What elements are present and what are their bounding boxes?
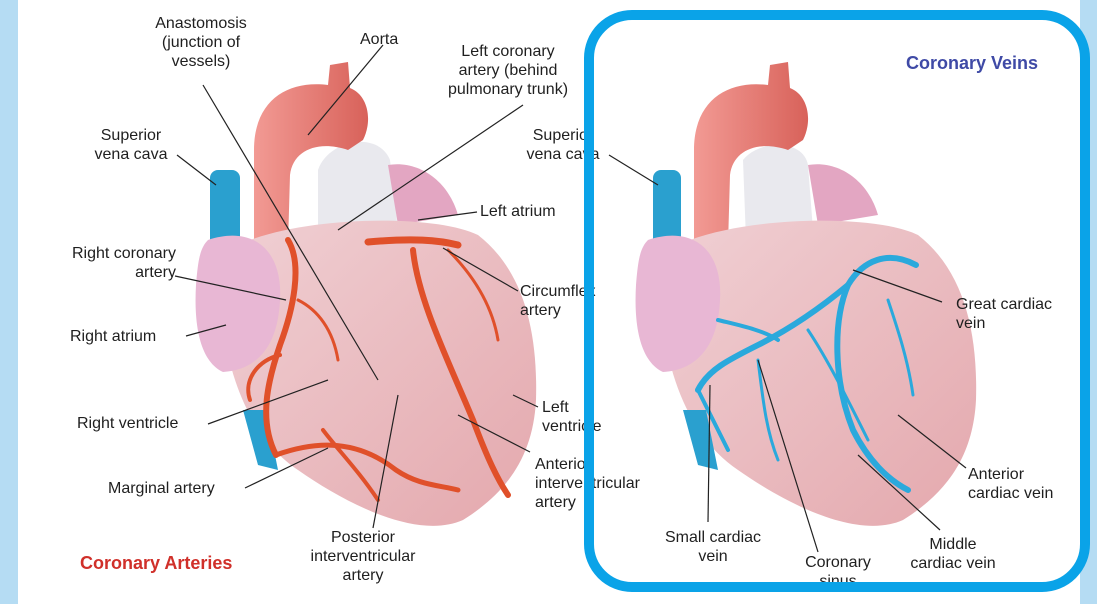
arteries-heart — [196, 62, 537, 526]
label-marginal-artery: Marginal artery — [108, 479, 215, 498]
diagram-panel: Anastomosis (junction of vessels) Aorta … — [18, 0, 1080, 604]
label-posterior-interventricular-artery: Posterior interventricular artery — [288, 528, 438, 585]
label-superior-vena-cava-left: Superior vena cava — [76, 126, 186, 164]
label-left-ventricle: Left ventricle — [542, 398, 602, 436]
label-aorta: Aorta — [360, 30, 398, 49]
label-right-ventricle: Right ventricle — [77, 414, 178, 433]
label-circumflex-artery: Circumflex artery — [520, 282, 596, 320]
label-superior-vena-cava-right: Superior vena cava — [508, 126, 618, 164]
label-middle-cardiac-vein: Middle cardiac vein — [893, 535, 1013, 573]
label-anterior-cardiac-vein: Anterior cardiac vein — [968, 465, 1053, 503]
label-anterior-interventricular-artery: Anterior interventricular artery — [535, 455, 640, 512]
title-coronary-arteries: Coronary Arteries — [80, 554, 232, 573]
label-left-coronary-artery: Left coronary artery (behind pulmonary t… — [433, 42, 583, 99]
label-great-cardiac-vein: Great cardiac vein — [956, 295, 1052, 333]
veins-heart — [636, 62, 977, 526]
label-right-atrium: Right atrium — [70, 327, 156, 346]
label-left-atrium: Left atrium — [480, 202, 556, 221]
label-coronary-sinus: Coronary sinus — [798, 553, 878, 591]
label-small-cardiac-vein: Small cardiac vein — [638, 528, 788, 566]
label-right-coronary-artery: Right coronary artery — [36, 244, 176, 282]
right-left-atrium — [808, 164, 878, 225]
title-coronary-veins: Coronary Veins — [906, 54, 1038, 73]
label-anastomosis: Anastomosis (junction of vessels) — [126, 14, 276, 71]
